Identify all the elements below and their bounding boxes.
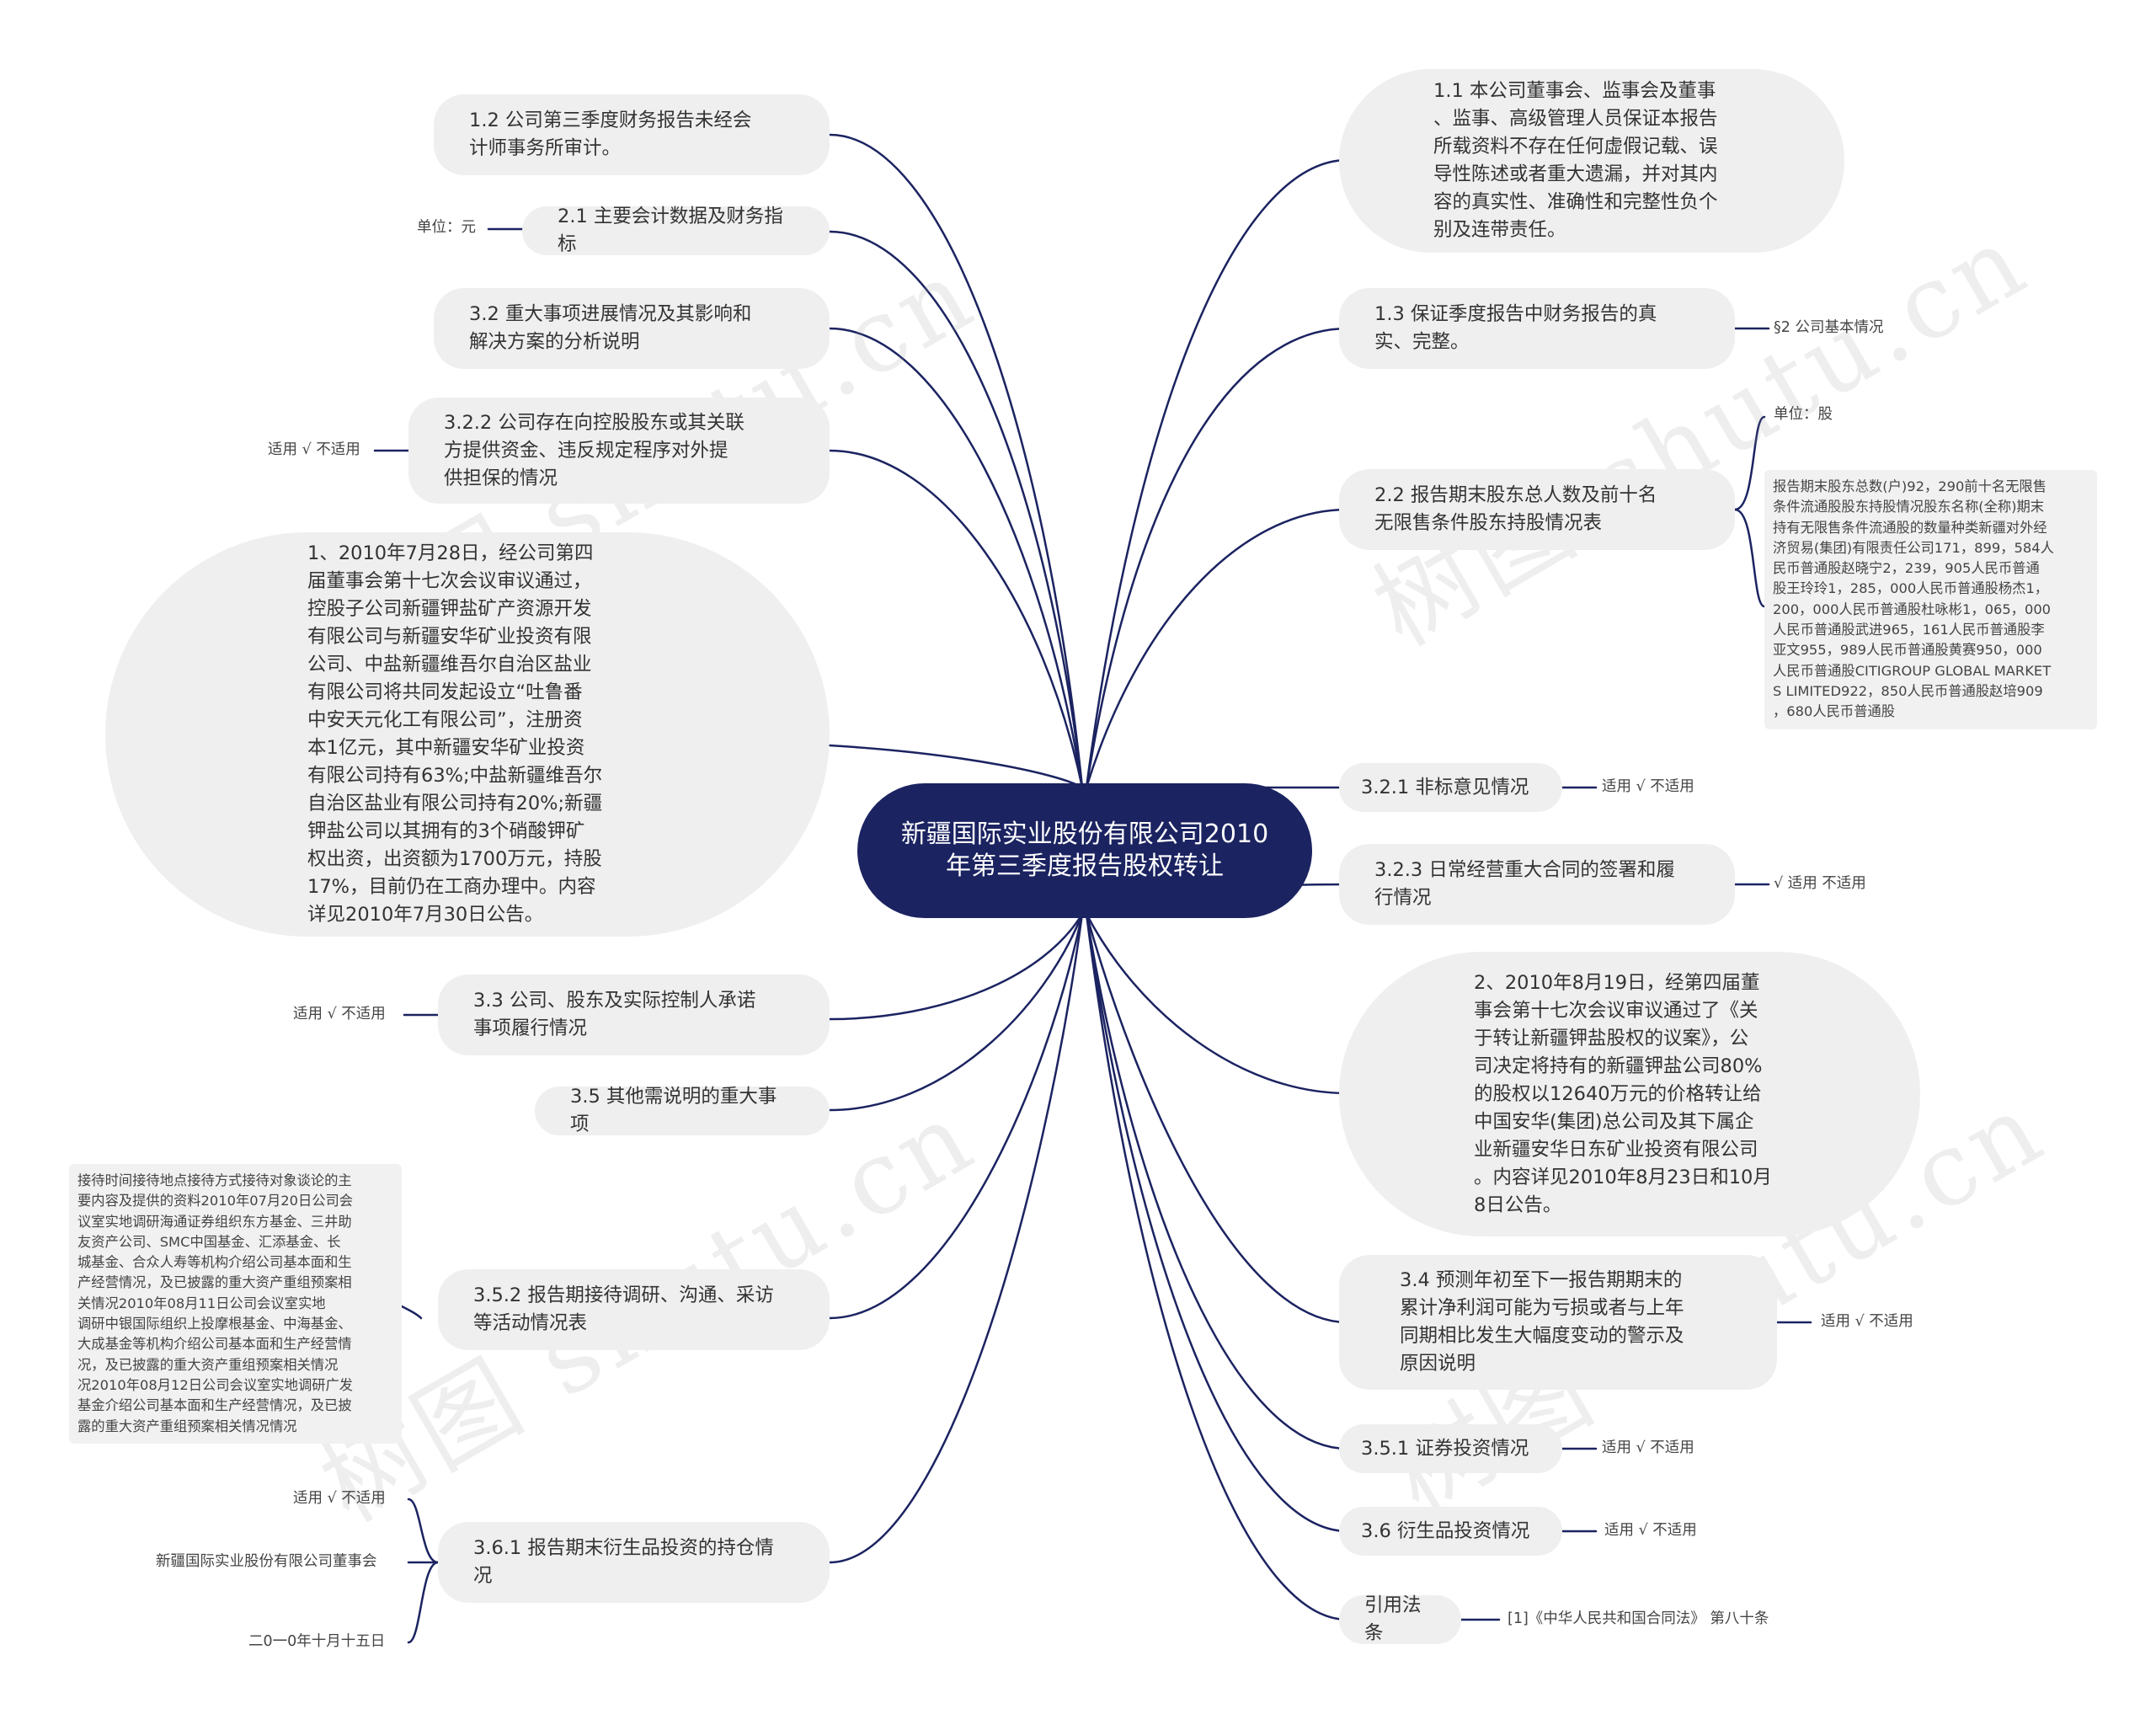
leaf-applicable-3-5-1: 适用 √ 不适用: [1602, 1439, 1694, 1456]
central-topic[interactable]: 新疆国际实业股份有限公司2010年第三季度报告股权转让: [857, 783, 1312, 918]
topic-3-4-profit-warning[interactable]: 3.4 预测年初至下一报告期期末的 累计净利润可能为亏损或者与上年 同期相比发生…: [1339, 1255, 1777, 1390]
topic-1-3-financial-report-truth[interactable]: 1.3 保证季度报告中财务报告的真 实、完整。: [1339, 288, 1735, 369]
topic-3-6-1-derivative-positions[interactable]: 3.6.1 报告期末衍生品投资的持仓情 况: [438, 1522, 830, 1603]
topic-3-6-derivatives-investment[interactable]: 3.6 衍生品投资情况: [1339, 1507, 1562, 1556]
leaf-applicable-3-4: 适用 √ 不适用: [1821, 1313, 1913, 1330]
topic-3-3-commitments[interactable]: 3.3 公司、股东及实际控制人承诺 事项履行情况: [438, 974, 830, 1055]
leaf-law-article: [1]《中华人民共和国合同法》 第八十条: [1508, 1610, 1769, 1627]
topic-1-2-audit[interactable]: 1.2 公司第三季度财务报告未经会 计师事务所审计。: [434, 94, 830, 175]
topic-event-2-equity-transfer[interactable]: 2、2010年8月19日，经第四届董 事会第十七次会议审议通过了《关 于转让新疆…: [1339, 952, 1920, 1236]
topic-3-5-other-matters[interactable]: 3.5 其他需说明的重大事项: [535, 1086, 830, 1135]
leaf-applicable-3-3: 适用 √ 不适用: [293, 1006, 386, 1023]
topic-2-1-key-financial-data[interactable]: 2.1 主要会计数据及财务指标: [522, 206, 830, 255]
leaf-applicable-3-6-1: 适用 √ 不适用: [293, 1490, 386, 1507]
topic-cited-law[interactable]: 引用法条: [1339, 1594, 1461, 1644]
leaf-basic-info: §2 公司基本情况: [1774, 319, 1884, 336]
topic-event-1-joint-venture[interactable]: 1、2010年7月28日，经公司第四 届董事会第十七次会议审议通过， 控股子公司…: [105, 532, 830, 937]
leaf-applicable-3-2-2: 适用 √ 不适用: [268, 441, 360, 458]
leaf-applicable-3-2-3: √ 适用 不适用: [1774, 875, 1866, 892]
leaf-reception-details: 接待时间接待地点接待方式接待对象谈论的主 要内容及提供的资料2010年07月20…: [69, 1164, 402, 1444]
leaf-applicable-3-6: 适用 √ 不适用: [1604, 1522, 1697, 1539]
leaf-shareholder-list: 报告期末股东总数(户)92，290前十名无限售 条件流通股股东持股情况股东名称(…: [1764, 470, 2097, 729]
topic-3-2-3-major-contracts[interactable]: 3.2.3 日常经营重大合同的签署和履 行情况: [1339, 844, 1735, 925]
topic-3-2-major-events[interactable]: 3.2 重大事项进展情况及其影响和 解决方案的分析说明: [434, 288, 830, 369]
leaf-applicable-3-2-1: 适用 √ 不适用: [1602, 778, 1694, 795]
topic-3-2-1-non-standard-opinion[interactable]: 3.2.1 非标意见情况: [1339, 763, 1562, 812]
topic-1-1-board-guarantee[interactable]: 1.1 本公司董事会、监事会及董事 、监事、高级管理人员保证本报告 所载资料不存…: [1339, 69, 1844, 253]
leaf-board-signature: 新疆国际实业股份有限公司董事会: [156, 1553, 377, 1570]
leaf-unit-share: 单位：股: [1774, 406, 1833, 423]
topic-2-2-shareholders[interactable]: 2.2 报告期末股东总人数及前十名 无限售条件股东持股情况表: [1339, 469, 1735, 550]
topic-3-5-1-securities-investment[interactable]: 3.5.1 证券投资情况: [1339, 1424, 1562, 1473]
topic-3-5-2-reception[interactable]: 3.5.2 报告期接待调研、沟通、采访 等活动情况表: [438, 1269, 830, 1350]
topic-3-2-2-guarantees[interactable]: 3.2.2 公司存在向控股股东或其关联 方提供资金、违反规定程序对外提 供担保的…: [408, 398, 830, 504]
leaf-report-date: 二0一0年十月十五日: [248, 1633, 386, 1650]
leaf-unit-yuan: 单位：元: [417, 219, 476, 236]
